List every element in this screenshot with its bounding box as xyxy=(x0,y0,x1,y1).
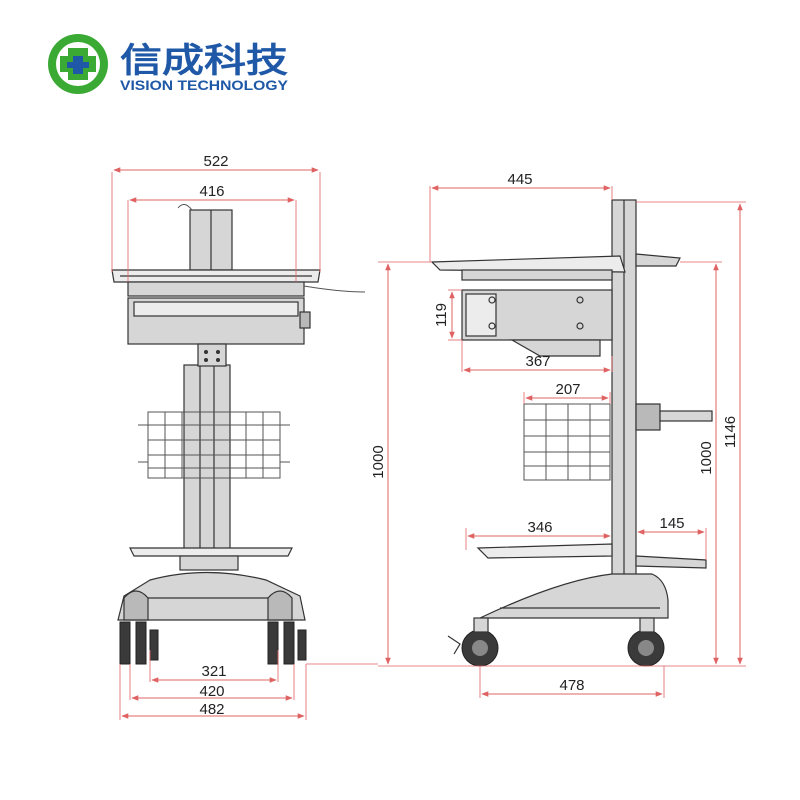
brand-logo: 信成科技 VISION TECHNOLOGY xyxy=(48,34,289,94)
brand-name-cn: 信成科技 xyxy=(120,41,288,81)
front-view-dimensions: 522 416 321 420 482 xyxy=(111,153,378,720)
dim-base-mid-label: 420 xyxy=(199,683,224,700)
side-basket xyxy=(523,403,611,481)
dim-top-width-label: 522 xyxy=(203,153,228,170)
front-basket xyxy=(138,411,290,479)
dim-total-height-label: 1146 xyxy=(722,416,739,448)
dim-drawer-height-label: 119 xyxy=(433,303,450,327)
dim-top-depth-label: 445 xyxy=(507,171,532,188)
side-view-dimensions: 445 119 367 207 346 145 478 1000 xyxy=(370,171,746,698)
side-wheels xyxy=(447,617,665,667)
dim-tray-height-label: 1000 xyxy=(370,445,387,478)
front-view-trolley xyxy=(111,204,366,665)
dim-handle-height-label: 1000 xyxy=(698,441,715,474)
dim-tray-width-label: 416 xyxy=(199,183,224,200)
front-casters xyxy=(119,621,307,665)
side-view-trolley xyxy=(430,199,713,667)
dim-base-outer-label: 482 xyxy=(199,701,224,718)
dim-base-depth-label: 478 xyxy=(559,677,584,694)
dim-shelf-depth-label: 346 xyxy=(527,519,552,536)
dim-handle-offset-label: 145 xyxy=(659,515,684,532)
dim-drawer-depth-label: 367 xyxy=(525,353,550,370)
dim-caster-inner-label: 321 xyxy=(201,663,226,680)
cross-circle-logo-icon xyxy=(48,34,108,94)
brand-name-en: VISION TECHNOLOGY xyxy=(120,77,289,93)
dim-basket-width-label: 207 xyxy=(555,381,580,398)
